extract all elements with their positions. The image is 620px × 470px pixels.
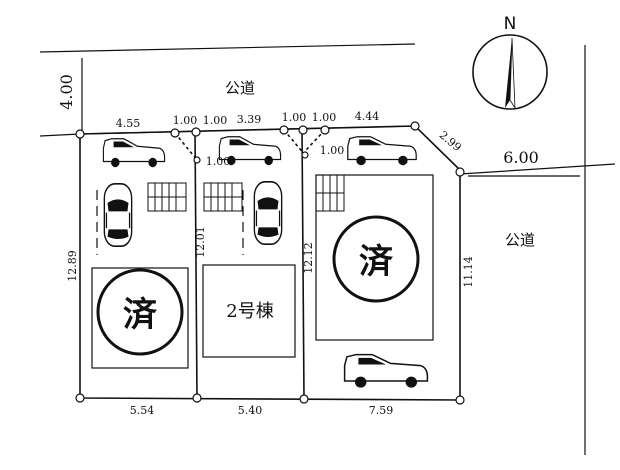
marker — [455, 167, 465, 177]
car-icon — [347, 136, 417, 166]
marker — [410, 121, 420, 131]
buildings — [91, 174, 434, 369]
lot2-label: 2号棟 — [226, 301, 273, 322]
dim-lower-gap1: 1.00 — [206, 155, 231, 168]
marker — [75, 393, 85, 403]
east-road-label: 公道 — [505, 231, 535, 249]
lot1-building — [91, 267, 189, 369]
marker — [299, 394, 309, 404]
marker — [170, 128, 180, 138]
car-icon — [343, 353, 429, 389]
marker — [192, 393, 202, 403]
dim-top-gap1b: 1.00 — [203, 114, 228, 127]
north-arrow: N — [472, 14, 548, 110]
dim-top-gap2b: 1.00 — [312, 111, 337, 124]
dim-side-lot2: 12.01 — [194, 226, 207, 258]
dim-side-lot3: 12.12 — [302, 242, 315, 274]
marker — [301, 151, 309, 159]
dim-bottom-lot3: 7.59 — [369, 404, 394, 417]
dim-top-lot2: 3.39 — [237, 113, 262, 126]
lot2-steps — [203, 182, 243, 212]
lot3-building — [315, 174, 434, 341]
dim-side-lot1: 12.89 — [66, 250, 79, 282]
east-road-width: 6.00 — [503, 148, 539, 167]
lot1-steps — [147, 182, 187, 212]
lot1-sold-badge: 済 — [96, 268, 184, 356]
lot3-steps — [315, 174, 345, 212]
marker — [320, 125, 330, 135]
sold-label: 済 — [359, 242, 394, 282]
marker — [455, 395, 465, 405]
north-road-width: 4.00 — [57, 74, 76, 110]
divider-lot2-lot3 — [301, 128, 305, 400]
marker — [193, 156, 201, 164]
marker — [75, 129, 85, 139]
lot3-sold-badge: 済 — [332, 215, 420, 303]
dim-lower-gap2: 1.00 — [320, 144, 345, 157]
dim-bottom-lot2: 5.40 — [238, 404, 263, 417]
north-label: N — [504, 14, 517, 34]
car-icon — [253, 181, 283, 245]
divider-lot1-lot2 — [194, 130, 198, 399]
outer-boundary — [79, 125, 461, 401]
parking-guides — [96, 190, 244, 255]
north-road-far-edge — [39, 43, 416, 53]
car-icon — [103, 183, 133, 247]
dim-top-lot1: 4.55 — [116, 117, 141, 130]
road-lines — [39, 43, 616, 455]
dim-side-east: 11.14 — [462, 256, 475, 288]
dim-top-gap1a: 1.00 — [173, 114, 198, 127]
property-boundary — [79, 125, 461, 401]
north-road-label: 公道 — [225, 79, 255, 97]
sold-label: 済 — [123, 295, 158, 335]
porch-steps — [147, 174, 345, 212]
dim-bottom-lot1: 5.54 — [130, 404, 155, 417]
car-icon — [102, 138, 166, 168]
marker — [298, 125, 308, 135]
dim-top-lot3: 4.44 — [355, 110, 380, 123]
north-road-near-edge — [39, 133, 81, 137]
lot2-building — [202, 264, 296, 358]
boundary-markers — [75, 121, 465, 405]
dim-top-gap2a: 1.00 — [282, 111, 307, 124]
east-road-edge — [459, 163, 616, 175]
marker — [279, 125, 289, 135]
access-diagonal-1 — [174, 132, 198, 161]
marker — [191, 127, 201, 137]
access-diagonal-3 — [305, 129, 326, 151]
